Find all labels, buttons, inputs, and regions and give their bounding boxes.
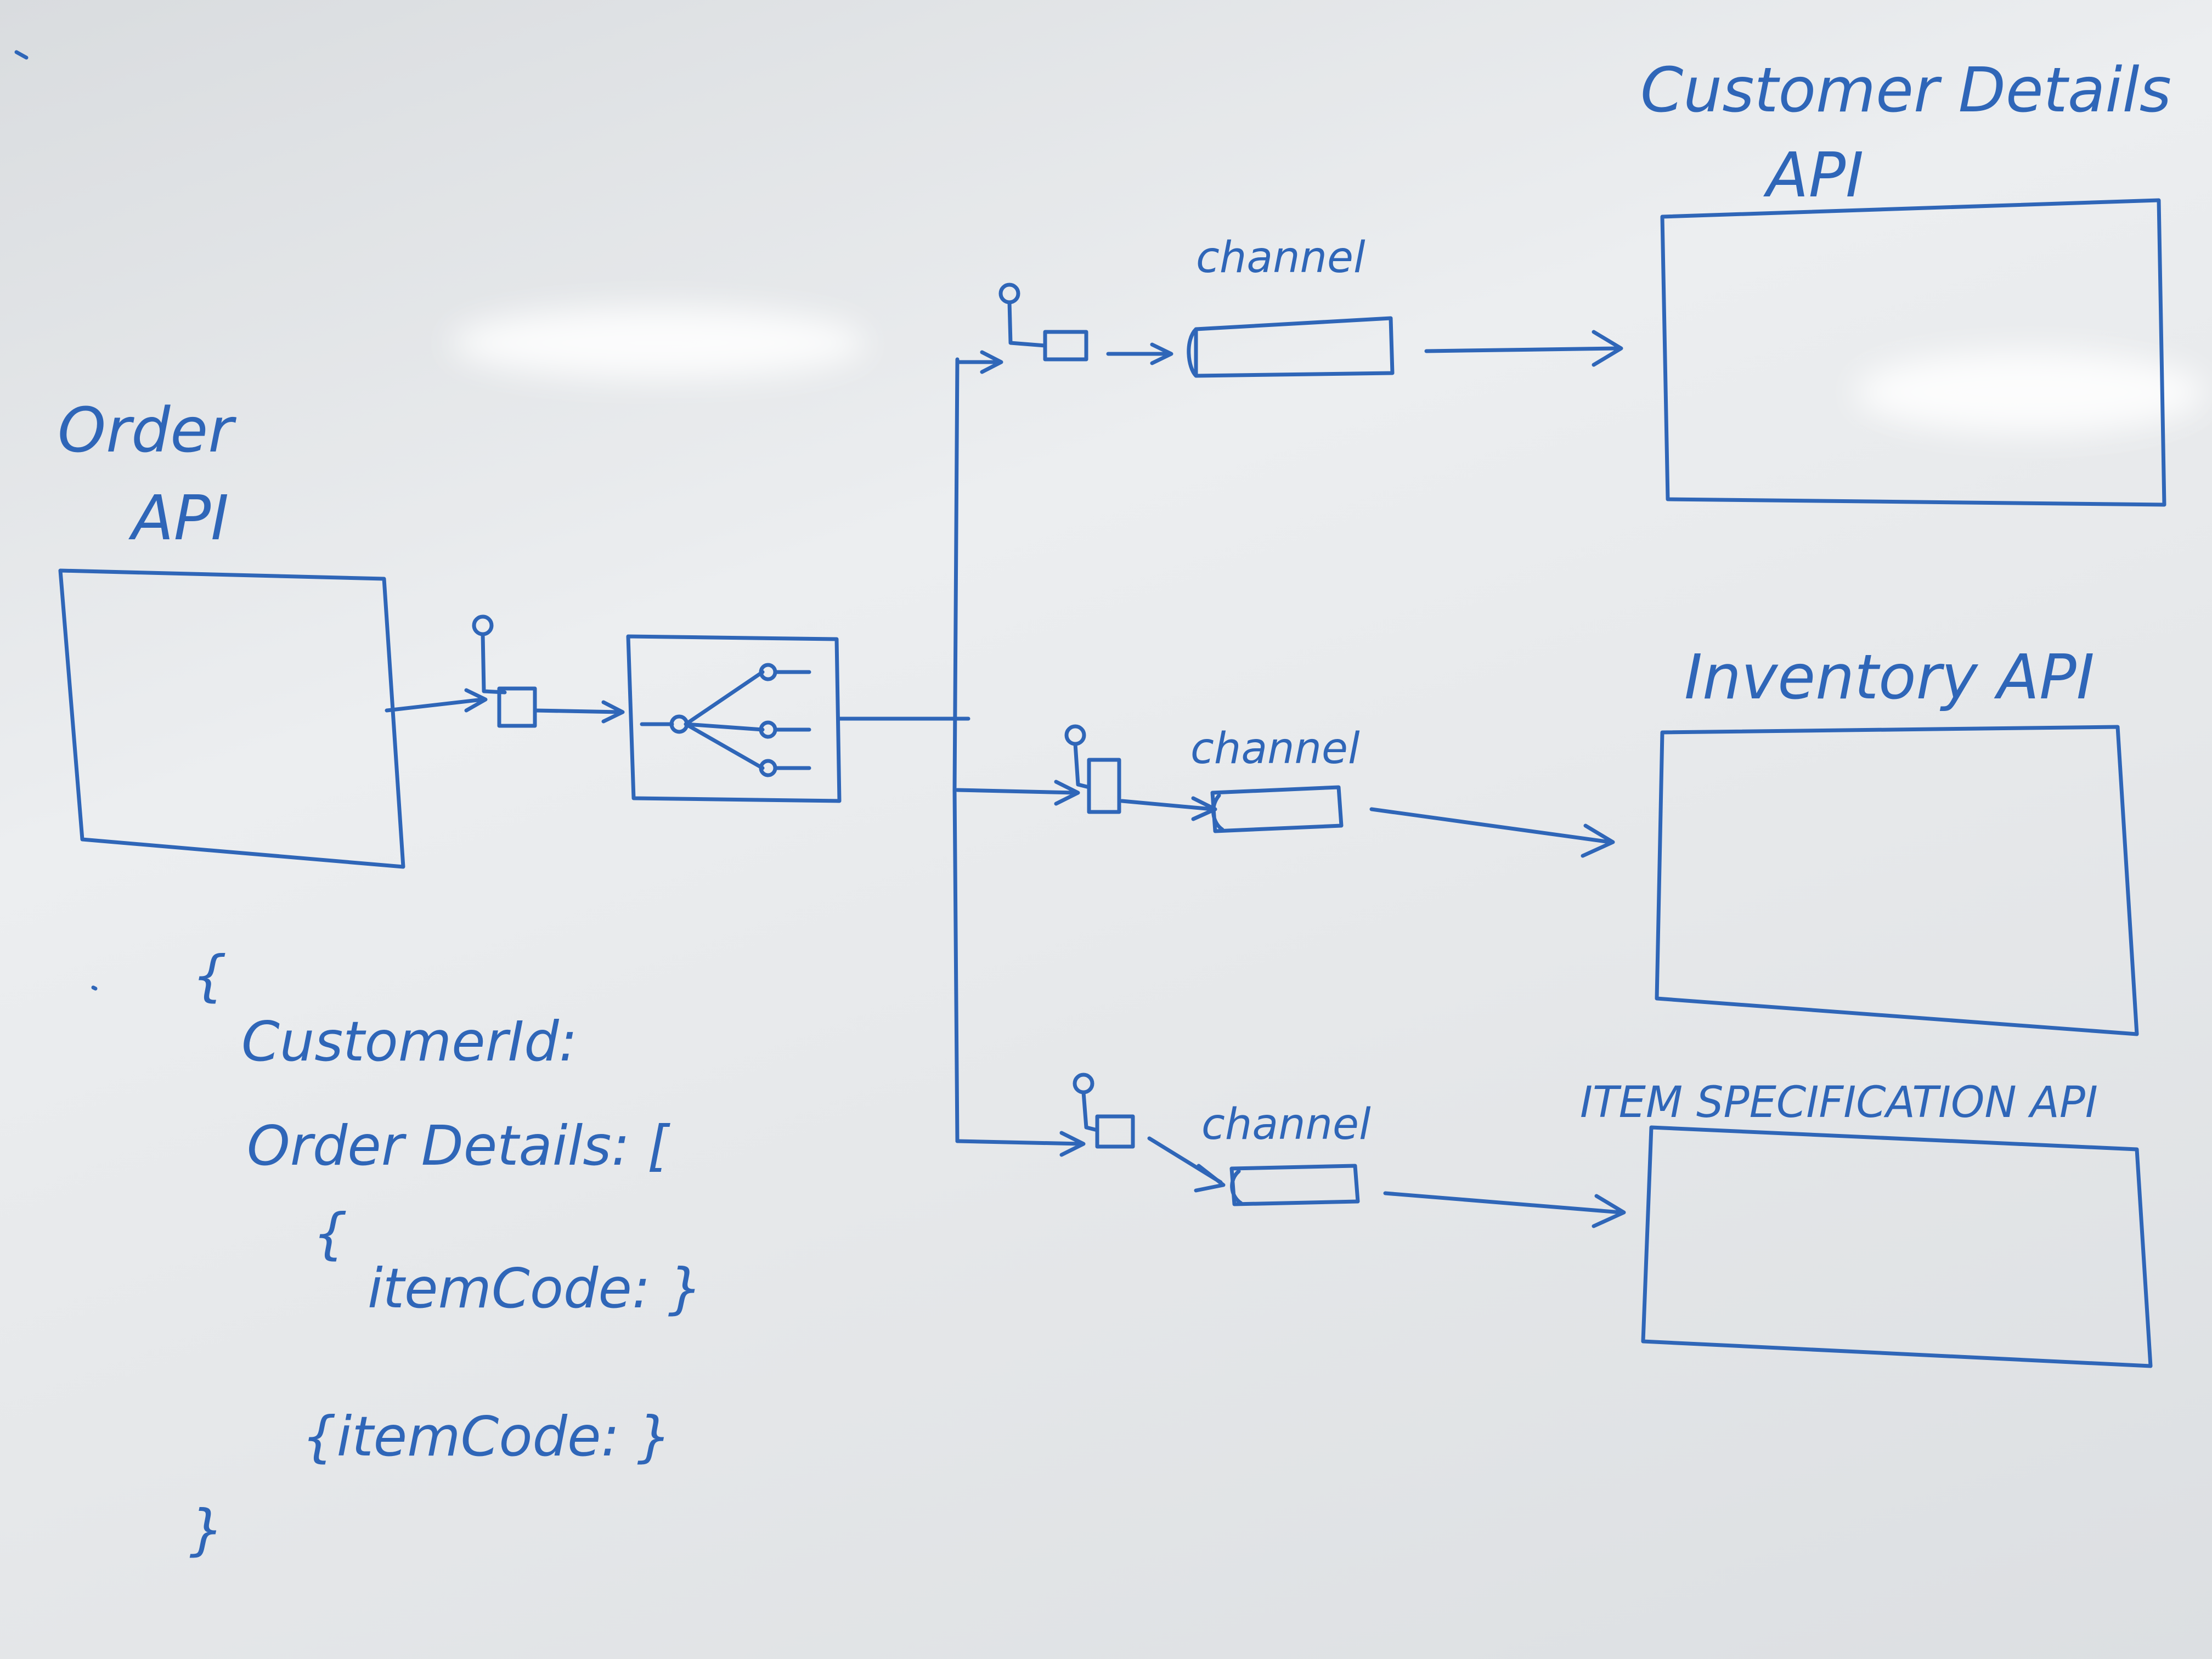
payload-open-brace: { <box>192 944 227 1008</box>
channel-middle-shape <box>1210 785 1344 833</box>
inventory-api-label: Inventory API <box>1684 642 2095 713</box>
channel-bottom-shape <box>1229 1164 1360 1206</box>
payload-item-code-1: itemCode: } <box>368 1256 703 1321</box>
order-api-label-line2: API <box>132 483 229 554</box>
inventory-api-box <box>1655 725 2139 1036</box>
glare-right <box>1854 351 2205 433</box>
message-icon-middle <box>1064 724 1121 814</box>
item-spec-api-box <box>1641 1125 2153 1368</box>
payload-inner-brace: { <box>313 1201 348 1266</box>
glare-top <box>450 307 867 379</box>
branch-line <box>952 357 960 1143</box>
message-icon-bottom <box>1073 1073 1135 1149</box>
order-api-box <box>58 568 405 869</box>
arrow-to-channel-top <box>1106 342 1173 365</box>
arrow-to-customer-api <box>1424 330 1623 367</box>
channel-label-bottom: channel <box>1201 1100 1371 1149</box>
arrow-to-channel-bottom <box>1147 1136 1226 1193</box>
customer-api-label-line1: Customer Details <box>1640 55 2171 126</box>
branch-arrow-middle <box>955 780 1080 806</box>
customer-api-box <box>1660 198 2166 507</box>
message-icon-top <box>998 283 1088 362</box>
payload-close-brace: } <box>189 1498 224 1562</box>
channel-label-middle: channel <box>1190 724 1360 774</box>
branch-arrow-bottom <box>955 1131 1086 1157</box>
order-api-label-line1: Order <box>58 395 234 466</box>
item-spec-api-label: ITEM SPECIFICATION API <box>1580 1078 2098 1127</box>
arrow-to-inventory-api <box>1369 807 1615 858</box>
arrow-to-channel-middle <box>1120 796 1217 821</box>
branch-arrow-top <box>955 350 1003 374</box>
customer-api-label-line2: API <box>1767 140 1864 211</box>
arrow-order-to-message <box>385 688 488 713</box>
stray-mark <box>14 50 29 60</box>
channel-top-shape <box>1187 316 1395 378</box>
splitter-icon <box>626 634 842 803</box>
stray-dot <box>91 985 98 991</box>
channel-label-top: channel <box>1196 233 1365 283</box>
arrow-message-to-splitter <box>533 700 625 724</box>
message-icon-main <box>472 614 537 728</box>
payload-order-details: Order Details: [ <box>247 1114 669 1178</box>
payload-customer-id: CustomerId: <box>241 1009 578 1074</box>
payload-item-code-2: {itemCode: } <box>302 1404 672 1469</box>
arrow-to-item-spec-api <box>1383 1191 1626 1228</box>
